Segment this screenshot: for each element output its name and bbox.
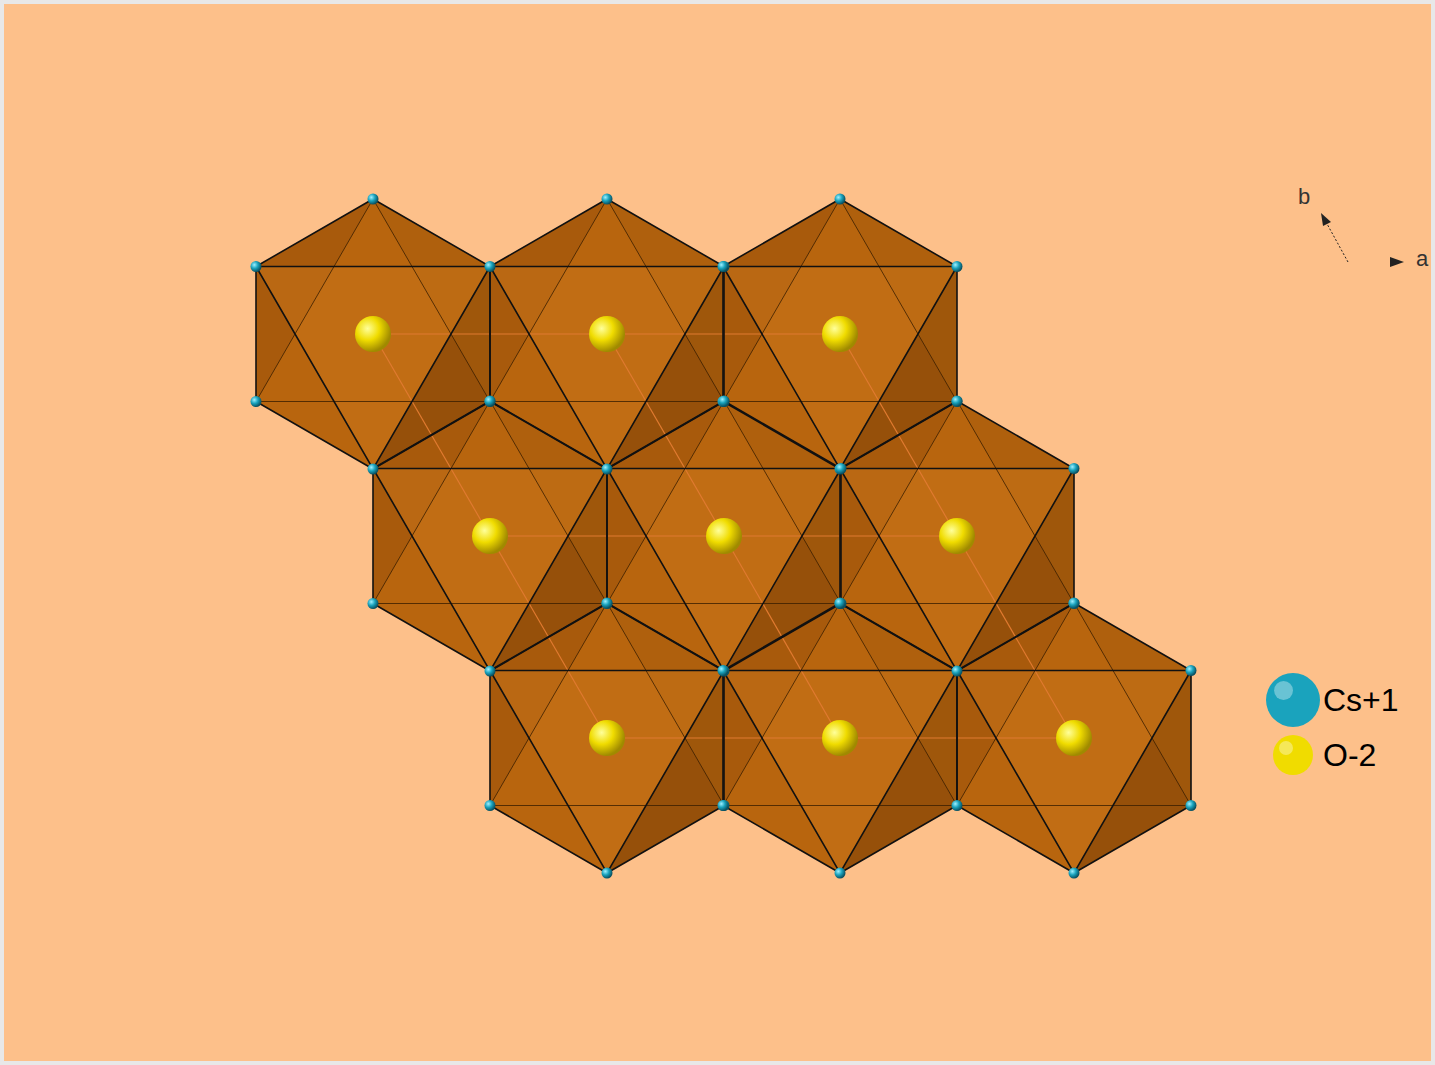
front-edges [723,267,957,470]
front-edges [957,671,1191,874]
o-atom [589,316,625,352]
legend-swatch [1273,735,1313,775]
cs-atom [718,396,729,407]
axis-indicator [1321,213,1404,267]
legend-text: O-2 [1323,739,1376,771]
cs-atom [952,800,963,811]
cs-atom [719,396,730,407]
legend [1266,673,1320,775]
o-atom [355,316,391,352]
cs-atom [1069,598,1080,609]
arrow-head [1390,257,1404,267]
octahedron-outline [490,199,724,469]
o-atom [822,720,858,756]
cs-atom [835,598,846,609]
cs-atom [602,868,613,879]
back-edges [607,401,841,604]
front-edges [607,469,841,672]
cs-atom [835,868,846,879]
cs-atom [718,800,729,811]
cs-atom [485,800,496,811]
back-edges [723,199,957,402]
octahedron-face [490,671,724,874]
cs-atom [836,598,847,609]
octahedra [251,194,1197,879]
cs-atom [719,800,730,811]
swatch-highlight [1274,681,1293,700]
cs-atom [952,261,963,272]
front-edges [840,469,1074,672]
octahedron-outline [723,199,957,469]
cs-atom [251,261,262,272]
octahedron-outline [607,401,841,671]
o-atom [589,720,625,756]
o-atom [1056,720,1092,756]
arrow-head [1321,213,1331,226]
cs-atom [835,464,846,475]
cs-atom [952,396,963,407]
octahedron-outline [840,401,1074,671]
cs-atom [251,396,262,407]
cs-atom [952,396,963,407]
axis-label: b [1298,186,1310,208]
cs-atom [1069,598,1080,609]
cs-atom [719,666,730,677]
swatch-highlight [1279,741,1293,755]
front-edges [723,671,957,874]
cs-atom [1186,665,1197,676]
cs-atom [368,598,379,609]
cs-atom [602,598,613,609]
o-atom [939,518,975,554]
axis-label: a [1416,248,1428,270]
cs-atom [485,396,496,407]
cs-atom [718,665,729,676]
front-edges [490,267,724,470]
cs-atom [1186,800,1197,811]
back-edges [957,603,1191,806]
o-atom [472,518,508,554]
cs-atom [368,464,379,475]
back-edges [490,199,724,402]
cs-atom [602,194,613,205]
legend-text: Cs+1 [1323,684,1399,716]
cs-atom [485,666,496,677]
back-edges [723,603,957,806]
o-atom [822,316,858,352]
cs-atom [719,261,730,272]
back-edges [840,401,1074,604]
cs-atom [836,463,847,474]
octahedron-outline [373,401,607,671]
octahedron-outline [957,603,1191,873]
cs-atom [368,194,379,205]
cs-atom [1069,868,1080,879]
legend-swatch [1266,673,1320,727]
cs-atom [485,261,496,272]
octahedron-outline [490,603,724,873]
cs-atom [602,598,613,609]
cs-atom [719,396,730,407]
cs-atom [952,666,963,677]
front-edges [490,671,724,874]
cs-atom [1069,463,1080,474]
front-edges [256,267,490,470]
cs-atom [485,396,496,407]
back-edges [256,199,490,402]
octahedron-outline [723,603,957,873]
octahedron-outline [256,199,490,469]
back-edges [373,401,607,604]
cs-atom [835,598,846,609]
cs-atom [835,194,846,205]
front-edges [373,469,607,672]
octahedron-face [957,671,1191,874]
cs-atom [602,464,613,475]
axis-line [1326,222,1348,262]
back-edges [490,603,724,806]
o-atom [706,518,742,554]
cs-atom [718,261,729,272]
octahedron-face [723,671,957,874]
